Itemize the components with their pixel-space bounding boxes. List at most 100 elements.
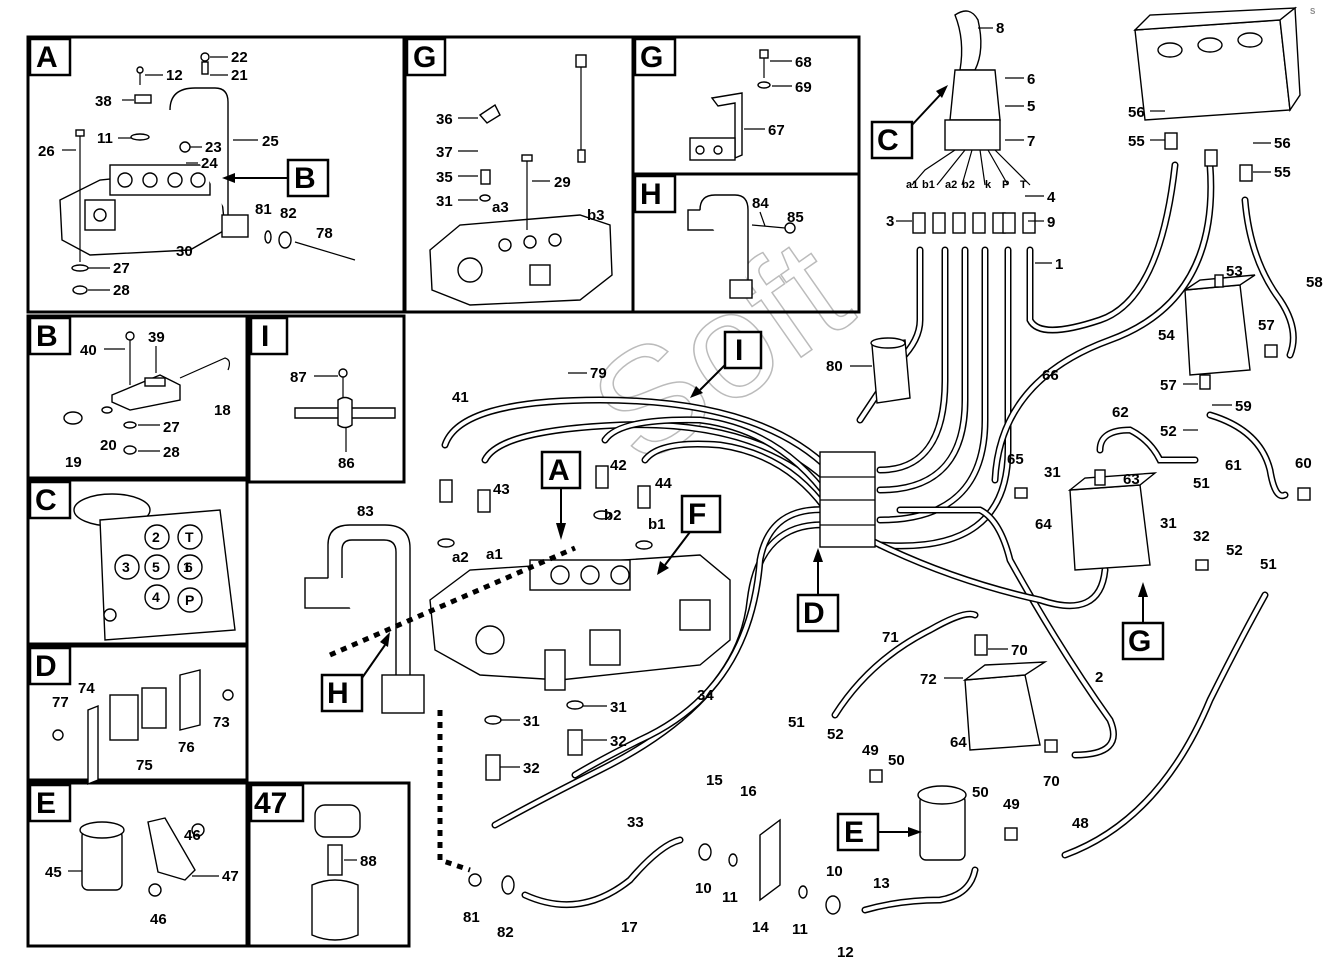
svg-text:3: 3 [886,213,894,230]
svg-text:55: 55 [1274,164,1291,181]
svg-text:29: 29 [554,174,571,191]
svg-text:B: B [294,162,316,195]
svg-text:88: 88 [360,853,377,870]
svg-text:27: 27 [163,419,180,436]
svg-text:85: 85 [787,209,804,226]
svg-text:6: 6 [185,559,193,575]
panel-g-bracket: 68 69 67 [689,49,812,161]
svg-text:13: 13 [873,875,890,892]
svg-text:23: 23 [205,139,222,156]
joystick-port-5: 5 [144,554,170,580]
svg-text:47: 47 [254,787,287,820]
panel-c-pattern: T 2 6 3 5 1 4 P [73,493,236,641]
joystick-port-labels: a1 b1 a2 b2 k P T [906,179,1027,191]
filter-e [917,785,967,861]
svg-text:51: 51 [1193,475,1210,492]
joystick-port-p: P [177,587,203,613]
svg-text:73: 73 [213,714,230,731]
svg-text:G: G [413,41,436,74]
svg-text:49: 49 [862,742,879,759]
panel-tag-a: A [28,37,72,77]
svg-text:57: 57 [1258,317,1275,334]
panel-h [631,172,861,314]
panel-47 [247,781,411,948]
svg-text:a1: a1 [486,546,503,563]
svg-text:7: 7 [1027,133,1035,150]
svg-text:32: 32 [1193,528,1210,545]
svg-text:10: 10 [695,880,712,897]
svg-text:22: 22 [231,49,248,66]
svg-text:56: 56 [1128,104,1145,121]
panel-tag-g: G [633,37,677,77]
svg-text:82: 82 [280,205,297,222]
svg-text:51: 51 [1260,556,1277,573]
panel-d-parts: 77 74 75 76 73 [52,669,234,786]
svg-text:1: 1 [183,559,191,575]
callout-tag-c: C [870,120,914,160]
svg-text:5: 5 [152,559,160,575]
svg-text:36: 36 [436,111,453,128]
svg-text:32: 32 [523,760,540,777]
main-part-numbers: 8 6 5 7 4 9 1 3 56 55 56 55 58 53 54 57 … [357,20,1323,961]
svg-text:44: 44 [655,475,672,492]
svg-text:b2: b2 [962,179,975,191]
panel-tag-c: C [28,480,72,520]
svg-text:48: 48 [1072,815,1089,832]
svg-text:15: 15 [706,772,723,789]
svg-text:70: 70 [1043,773,1060,790]
svg-text:T: T [1020,179,1027,191]
svg-text:55: 55 [1128,133,1145,150]
panel-tag-i: I [249,316,289,356]
panel-tag-47: 47 [249,783,305,823]
main-hoses [441,161,1297,914]
svg-text:70: 70 [1011,642,1028,659]
svg-text:C: C [877,124,899,157]
bracket-14 [759,818,781,902]
joystick-port-3: 3 [114,554,140,580]
svg-text:74: 74 [78,680,95,697]
svg-text:47: 47 [222,868,239,885]
joystick-port-1: 1 [183,559,191,575]
svg-text:20: 20 [100,437,117,454]
svg-text:57: 57 [1160,377,1177,394]
svg-text:33: 33 [627,814,644,831]
svg-text:T: T [185,529,194,545]
panel-b-parts: 40 39 18 19 20 27 28 [63,329,231,471]
svg-text:38: 38 [95,93,112,110]
ref-line-81 [437,710,471,873]
svg-text:a1: a1 [906,179,918,191]
svg-text:H: H [327,677,349,710]
svg-text:80: 80 [826,358,843,375]
panel-tag-b: B [28,316,72,356]
svg-text:31: 31 [1160,515,1177,532]
svg-text:P: P [1002,179,1009,191]
svg-text:45: 45 [45,864,62,881]
svg-text:B: B [36,320,58,353]
svg-text:64: 64 [1035,516,1052,533]
svg-text:a2: a2 [452,549,469,566]
panel-tag-e: E [28,783,72,823]
svg-text:71: 71 [882,629,899,646]
svg-text:E: E [36,787,56,820]
svg-text:40: 40 [80,342,97,359]
sleeve-80 [870,337,911,404]
svg-text:83: 83 [357,503,374,520]
svg-text:68: 68 [795,54,812,71]
svg-text:75: 75 [136,757,153,774]
svg-text:49: 49 [1003,796,1020,813]
callout-tag-e: E [836,812,880,852]
svg-text:11: 11 [722,889,738,906]
svg-text:43: 43 [493,481,510,498]
svg-text:56: 56 [1274,135,1291,152]
svg-text:72: 72 [920,671,937,688]
svg-text:60: 60 [1295,455,1312,472]
callout-tag-f: F [680,494,722,534]
svg-text:19: 19 [65,454,82,471]
svg-text:52: 52 [1160,423,1177,440]
joystick-port-6: 6 [177,554,203,580]
svg-text:14: 14 [752,919,769,936]
svg-text:17: 17 [621,919,638,936]
svg-text:4: 4 [1047,189,1056,206]
panel-47-filter: 88 [311,804,377,941]
svg-text:69: 69 [795,79,812,96]
